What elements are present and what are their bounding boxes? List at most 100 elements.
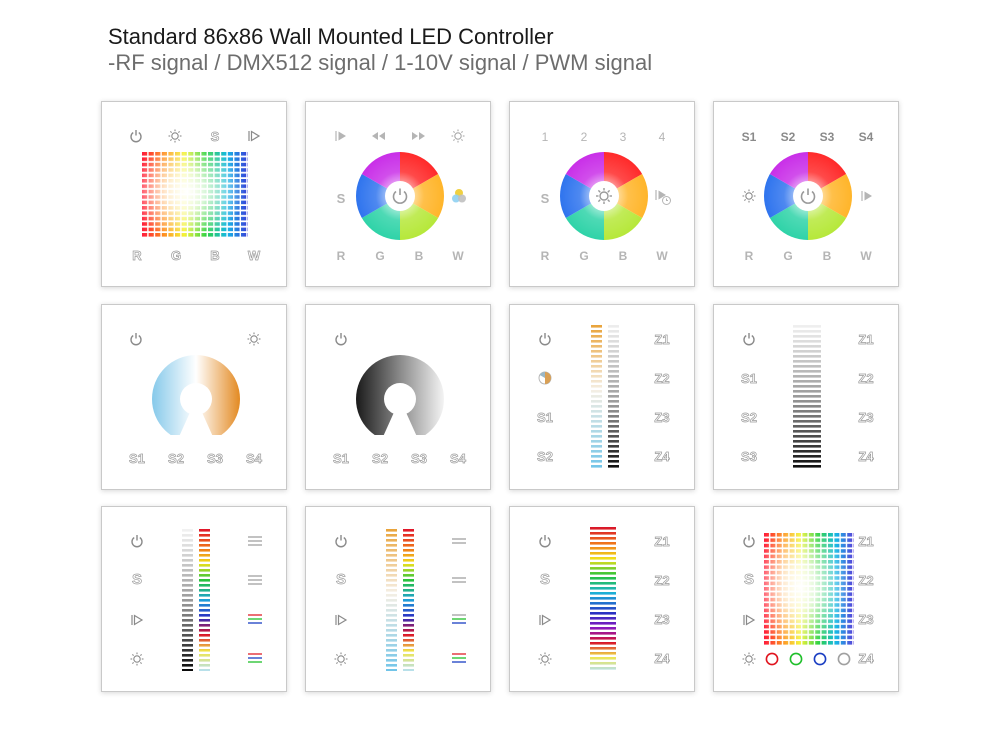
zone-button-z1[interactable]: Z1	[654, 332, 670, 347]
scene-button-s2[interactable]: S2	[372, 451, 389, 466]
power-icon[interactable]	[129, 332, 143, 346]
scene-button-s2[interactable]: S2	[168, 451, 185, 466]
white-ring-icon[interactable]	[837, 652, 851, 666]
brightness-icon[interactable]	[168, 129, 182, 143]
play-icon[interactable]	[334, 129, 348, 143]
play-icon[interactable]	[334, 613, 348, 627]
fast-forward-icon[interactable]	[411, 129, 427, 143]
scene-button-s1[interactable]: S1	[537, 410, 554, 425]
red-ring-icon[interactable]	[765, 652, 779, 666]
color-wheel[interactable]	[764, 152, 852, 240]
speed-label[interactable]: S	[335, 571, 347, 588]
scene-button-s1[interactable]: S1	[741, 371, 758, 386]
dimmer-slider[interactable]	[793, 325, 821, 469]
power-icon[interactable]	[129, 129, 143, 143]
power-icon[interactable]	[742, 332, 756, 346]
play-timer-icon[interactable]	[654, 188, 672, 206]
zone-button-z2[interactable]: Z2	[654, 573, 670, 588]
color-lines-icon[interactable]	[452, 614, 466, 624]
brightness-icon[interactable]	[247, 332, 261, 346]
scene-button-s3[interactable]: S3	[741, 449, 758, 464]
menu-lines-icon[interactable]	[452, 575, 466, 585]
zone-button-z1[interactable]: Z1	[654, 534, 670, 549]
speed-label[interactable]: S	[336, 191, 346, 206]
zone-button-z4[interactable]: Z4	[858, 449, 874, 464]
color-mix-icon[interactable]	[451, 188, 467, 204]
color-wheel[interactable]	[560, 152, 648, 240]
zone-button-3[interactable]: 3	[619, 130, 627, 144]
rgbw-sliders[interactable]	[180, 529, 212, 671]
color-temperature-icon[interactable]	[538, 371, 552, 385]
scene-button-s3[interactable]: S3	[207, 451, 224, 466]
zone-button-z3[interactable]: Z3	[858, 612, 874, 627]
power-icon[interactable]	[334, 332, 348, 346]
zone-button-z1[interactable]: Z1	[858, 332, 874, 347]
color-wheel[interactable]	[356, 152, 444, 240]
brightness-icon[interactable]	[130, 652, 144, 666]
rgbw-sliders[interactable]	[384, 529, 416, 671]
zone-button-4[interactable]: 4	[658, 130, 666, 144]
play-icon[interactable]	[247, 129, 261, 143]
scene-button-s2[interactable]: S2	[537, 449, 554, 464]
dimmer-arc[interactable]	[356, 355, 444, 435]
speed-label[interactable]: S	[210, 129, 220, 144]
play-icon[interactable]	[130, 613, 144, 627]
zone-button-z4[interactable]: Z4	[654, 449, 670, 464]
zone-button-z4[interactable]: Z4	[654, 651, 670, 666]
scene-button-s4[interactable]: S4	[858, 130, 874, 144]
zone-button-z3[interactable]: Z3	[654, 410, 670, 425]
brightness-icon[interactable]	[334, 652, 348, 666]
power-icon[interactable]	[538, 332, 552, 346]
rewind-icon[interactable]	[370, 129, 386, 143]
color-lines-icon[interactable]	[248, 653, 262, 663]
zone-button-z2[interactable]: Z2	[654, 371, 670, 386]
zone-button-1[interactable]: 1	[541, 130, 549, 144]
menu-lines-icon[interactable]	[248, 575, 262, 585]
cct-sliders[interactable]	[589, 325, 621, 469]
cct-arc[interactable]	[152, 355, 240, 435]
scene-button-s2[interactable]: S2	[780, 130, 796, 144]
menu-lines-icon[interactable]	[452, 536, 466, 546]
zone-button-z1[interactable]: Z1	[858, 534, 874, 549]
zone-button-2[interactable]: 2	[580, 130, 588, 144]
zone-button-z2[interactable]: Z2	[858, 573, 874, 588]
menu-lines-icon[interactable]	[248, 536, 262, 546]
color-lines-icon[interactable]	[248, 614, 262, 624]
scene-button-s4[interactable]: S4	[450, 451, 467, 466]
zone-button-z2[interactable]: Z2	[858, 371, 874, 386]
rgb-slider[interactable]	[590, 527, 616, 671]
speed-label[interactable]: S	[539, 571, 551, 588]
power-icon[interactable]	[334, 534, 348, 548]
scene-button-s1[interactable]: S1	[741, 130, 757, 144]
power-icon[interactable]	[538, 534, 552, 548]
zone-button-z4[interactable]: Z4	[858, 651, 874, 666]
zone-button-z3[interactable]: Z3	[858, 410, 874, 425]
play-icon[interactable]	[860, 189, 874, 203]
speed-label[interactable]: S	[540, 191, 550, 206]
color-matrix[interactable]	[142, 152, 248, 238]
speed-label[interactable]: S	[743, 571, 755, 588]
power-icon[interactable]	[130, 534, 144, 548]
scene-button-s2[interactable]: S2	[741, 410, 758, 425]
green-ring-icon[interactable]	[789, 652, 803, 666]
brightness-icon[interactable]	[742, 652, 756, 666]
scene-button-s1[interactable]: S1	[129, 451, 146, 466]
blue-ring-icon[interactable]	[813, 652, 827, 666]
scene-button-s1[interactable]: S1	[333, 451, 350, 466]
channel-label-g: G	[783, 249, 793, 263]
speed-label[interactable]: S	[131, 571, 143, 588]
play-icon[interactable]	[538, 613, 552, 627]
color-lines-icon[interactable]	[452, 653, 466, 663]
brightness-icon[interactable]	[451, 129, 465, 143]
scene-button-s4[interactable]: S4	[246, 451, 263, 466]
power-icon[interactable]	[742, 534, 756, 548]
channel-label-g: G	[170, 248, 182, 263]
color-matrix[interactable]	[764, 533, 854, 645]
play-icon[interactable]	[742, 613, 756, 627]
brightness-icon[interactable]	[742, 189, 756, 203]
zone-button-z3[interactable]: Z3	[654, 612, 670, 627]
scene-button-s3[interactable]: S3	[819, 130, 835, 144]
brightness-icon[interactable]	[538, 652, 552, 666]
channel-label-w: W	[860, 249, 872, 263]
scene-button-s3[interactable]: S3	[411, 451, 428, 466]
